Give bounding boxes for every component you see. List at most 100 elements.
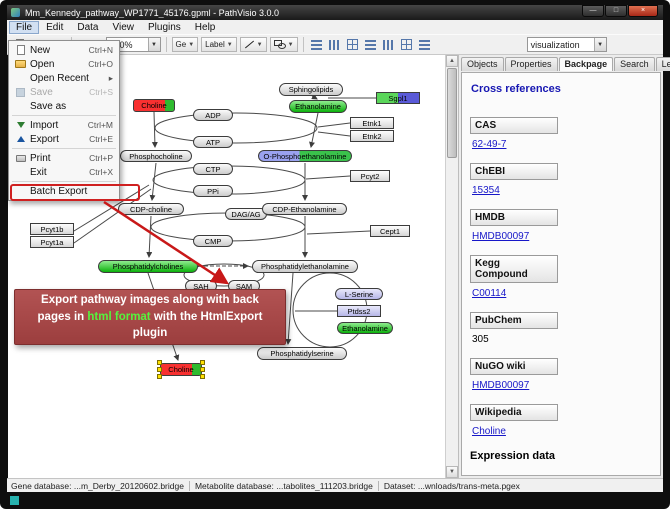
pathway-node-adp[interactable]: ADP <box>193 109 233 121</box>
pathway-node-ethanolamine[interactable]: Ethanolamine <box>289 100 347 113</box>
stack-vertical-icon[interactable] <box>399 37 415 53</box>
pathway-node-pcyt2[interactable]: Pcyt2 <box>350 170 390 182</box>
reference-source: CAS <box>470 117 558 134</box>
pathway-node-atp[interactable]: ATP <box>193 136 233 148</box>
align-horizontal-icon[interactable] <box>309 37 325 53</box>
selection-handle[interactable] <box>200 360 205 365</box>
pathway-node-o-phosphoethanolamine[interactable]: O-Phosphoethanolamine <box>258 150 352 162</box>
add-datanode-button[interactable]: Ge ▼ <box>171 37 199 52</box>
pathway-node-phosphocholine[interactable]: Phosphocholine <box>120 150 192 162</box>
stack-horizontal-icon[interactable] <box>381 37 397 53</box>
maximize-button[interactable]: □ <box>605 5 627 17</box>
scroll-up-icon[interactable]: ▲ <box>446 55 458 67</box>
shape-tool-button[interactable]: ▼ <box>269 37 298 52</box>
menu-item-label: Save as <box>30 100 67 112</box>
annotation-highlight: html format <box>87 310 151 323</box>
reference-id-link[interactable]: C00114 <box>472 288 507 299</box>
menu-separator <box>12 148 116 149</box>
selection-handle[interactable] <box>157 374 162 379</box>
pathway-node-pcyt1a[interactable]: Pcyt1a <box>30 236 74 248</box>
tab-legend[interactable]: Legend <box>655 57 670 71</box>
toolbar-separator <box>165 37 167 52</box>
reference-id-link[interactable]: 15354 <box>472 185 500 196</box>
pathway-node-l-serine[interactable]: L-Serine <box>335 288 383 300</box>
menu-shortcut: Ctrl+O <box>88 59 113 69</box>
chevron-down-icon: ▼ <box>226 41 233 48</box>
pathway-node-choline[interactable]: Choline <box>157 360 205 379</box>
reference-id-link[interactable]: 62-49-7 <box>472 139 507 150</box>
align-vertical-icon[interactable] <box>345 37 361 53</box>
align-center-icon[interactable] <box>327 37 343 53</box>
selection-handle[interactable] <box>200 366 205 372</box>
datanode-button-label: Ge <box>175 40 187 49</box>
scrollbar-thumb[interactable] <box>447 68 457 158</box>
pathway-node-etnk1[interactable]: Etnk1 <box>350 117 394 129</box>
window-controls: — □ × <box>582 5 658 17</box>
menu-data[interactable]: Data <box>77 21 99 33</box>
pathway-node-cdp-choline[interactable]: CDP-choline <box>118 203 184 215</box>
close-button[interactable]: × <box>628 5 658 17</box>
pathway-node-etnk2[interactable]: Etnk2 <box>350 130 394 142</box>
menu-item-batch-export[interactable]: Batch Export <box>9 184 119 198</box>
pathway-node-phosphatidylcholines[interactable]: Phosphatidylcholines <box>98 260 198 273</box>
pathway-node-choline[interactable]: Choline <box>133 99 175 112</box>
toolbar-separator <box>302 37 304 52</box>
add-label-button[interactable]: Label ▼ <box>201 37 237 52</box>
canvas-vertical-scrollbar[interactable]: ▲ ▼ <box>445 55 458 478</box>
visualization-combobox[interactable]: visualization ▼ <box>526 37 607 52</box>
menu-edit[interactable]: Edit <box>46 21 64 33</box>
scroll-down-icon[interactable]: ▼ <box>446 466 458 478</box>
menu-help[interactable]: Help <box>194 21 216 33</box>
pathway-node-ptdss2[interactable]: Ptdss2 <box>337 305 381 317</box>
pathway-node-pcyt1b[interactable]: Pcyt1b <box>30 223 74 235</box>
menu-item-label: Exit <box>30 166 47 178</box>
grid-icon[interactable] <box>417 37 433 53</box>
menu-plugins[interactable]: Plugins <box>147 21 181 33</box>
pathway-node-ctp[interactable]: CTP <box>193 163 233 175</box>
pathway-node-ppi[interactable]: PPi <box>193 185 233 197</box>
tab-properties[interactable]: Properties <box>504 57 558 71</box>
pathway-node-cmp[interactable]: CMP <box>193 235 233 247</box>
pathway-node-phosphatidylserine[interactable]: Phosphatidylserine <box>257 347 347 360</box>
menu-item-label: Import <box>30 119 59 131</box>
menu-shortcut: Ctrl+S <box>89 87 113 97</box>
reference-id-link[interactable]: HMDB00097 <box>472 231 530 242</box>
tab-backpage[interactable]: Backpage <box>558 57 614 71</box>
visualization-dropdown-arrow-icon[interactable]: ▼ <box>593 38 606 51</box>
pathway-node-phosphatidylethanolamine[interactable]: Phosphatidylethanolamine <box>252 260 358 273</box>
annotation-text-after: with the HtmlExport plugin <box>132 310 263 340</box>
pathway-node-sgpl1[interactable]: Sgpl1 <box>376 92 420 104</box>
selection-handle[interactable] <box>157 360 162 365</box>
zoom-dropdown-arrow-icon[interactable]: ▼ <box>147 38 160 51</box>
minimize-button[interactable]: — <box>582 5 604 17</box>
menu-file[interactable]: File <box>9 20 40 34</box>
reference-id-link[interactable]: Choline <box>472 426 506 437</box>
reference-id-link[interactable]: HMDB00097 <box>472 380 530 391</box>
chevron-down-icon: ▼ <box>256 41 263 48</box>
menu-item-open-recent[interactable]: Open Recent▸ <box>9 71 119 85</box>
pathway-node-dag-ag[interactable]: DAG/AG <box>225 208 267 220</box>
menu-item-save-as[interactable]: Save as <box>9 99 119 113</box>
selection-handle[interactable] <box>157 366 162 372</box>
pathway-node-cdp-ethanolamine[interactable]: CDP-Ethanolamine <box>262 203 347 215</box>
pathway-node-ethanolamine[interactable]: Ethanolamine <box>337 322 393 334</box>
selection-handle[interactable] <box>200 374 205 379</box>
tab-search[interactable]: Search <box>614 57 655 71</box>
pathway-node-sphingolipids[interactable]: Sphingolipids <box>279 83 343 96</box>
menu-view[interactable]: View <box>112 21 134 33</box>
line-tool-button[interactable]: ▼ <box>239 37 267 52</box>
distribute-icon[interactable] <box>363 37 379 53</box>
pathway-node-cept1[interactable]: Cept1 <box>370 225 410 237</box>
tab-objects[interactable]: Objects <box>461 57 504 71</box>
reference-id: 305 <box>472 334 489 345</box>
